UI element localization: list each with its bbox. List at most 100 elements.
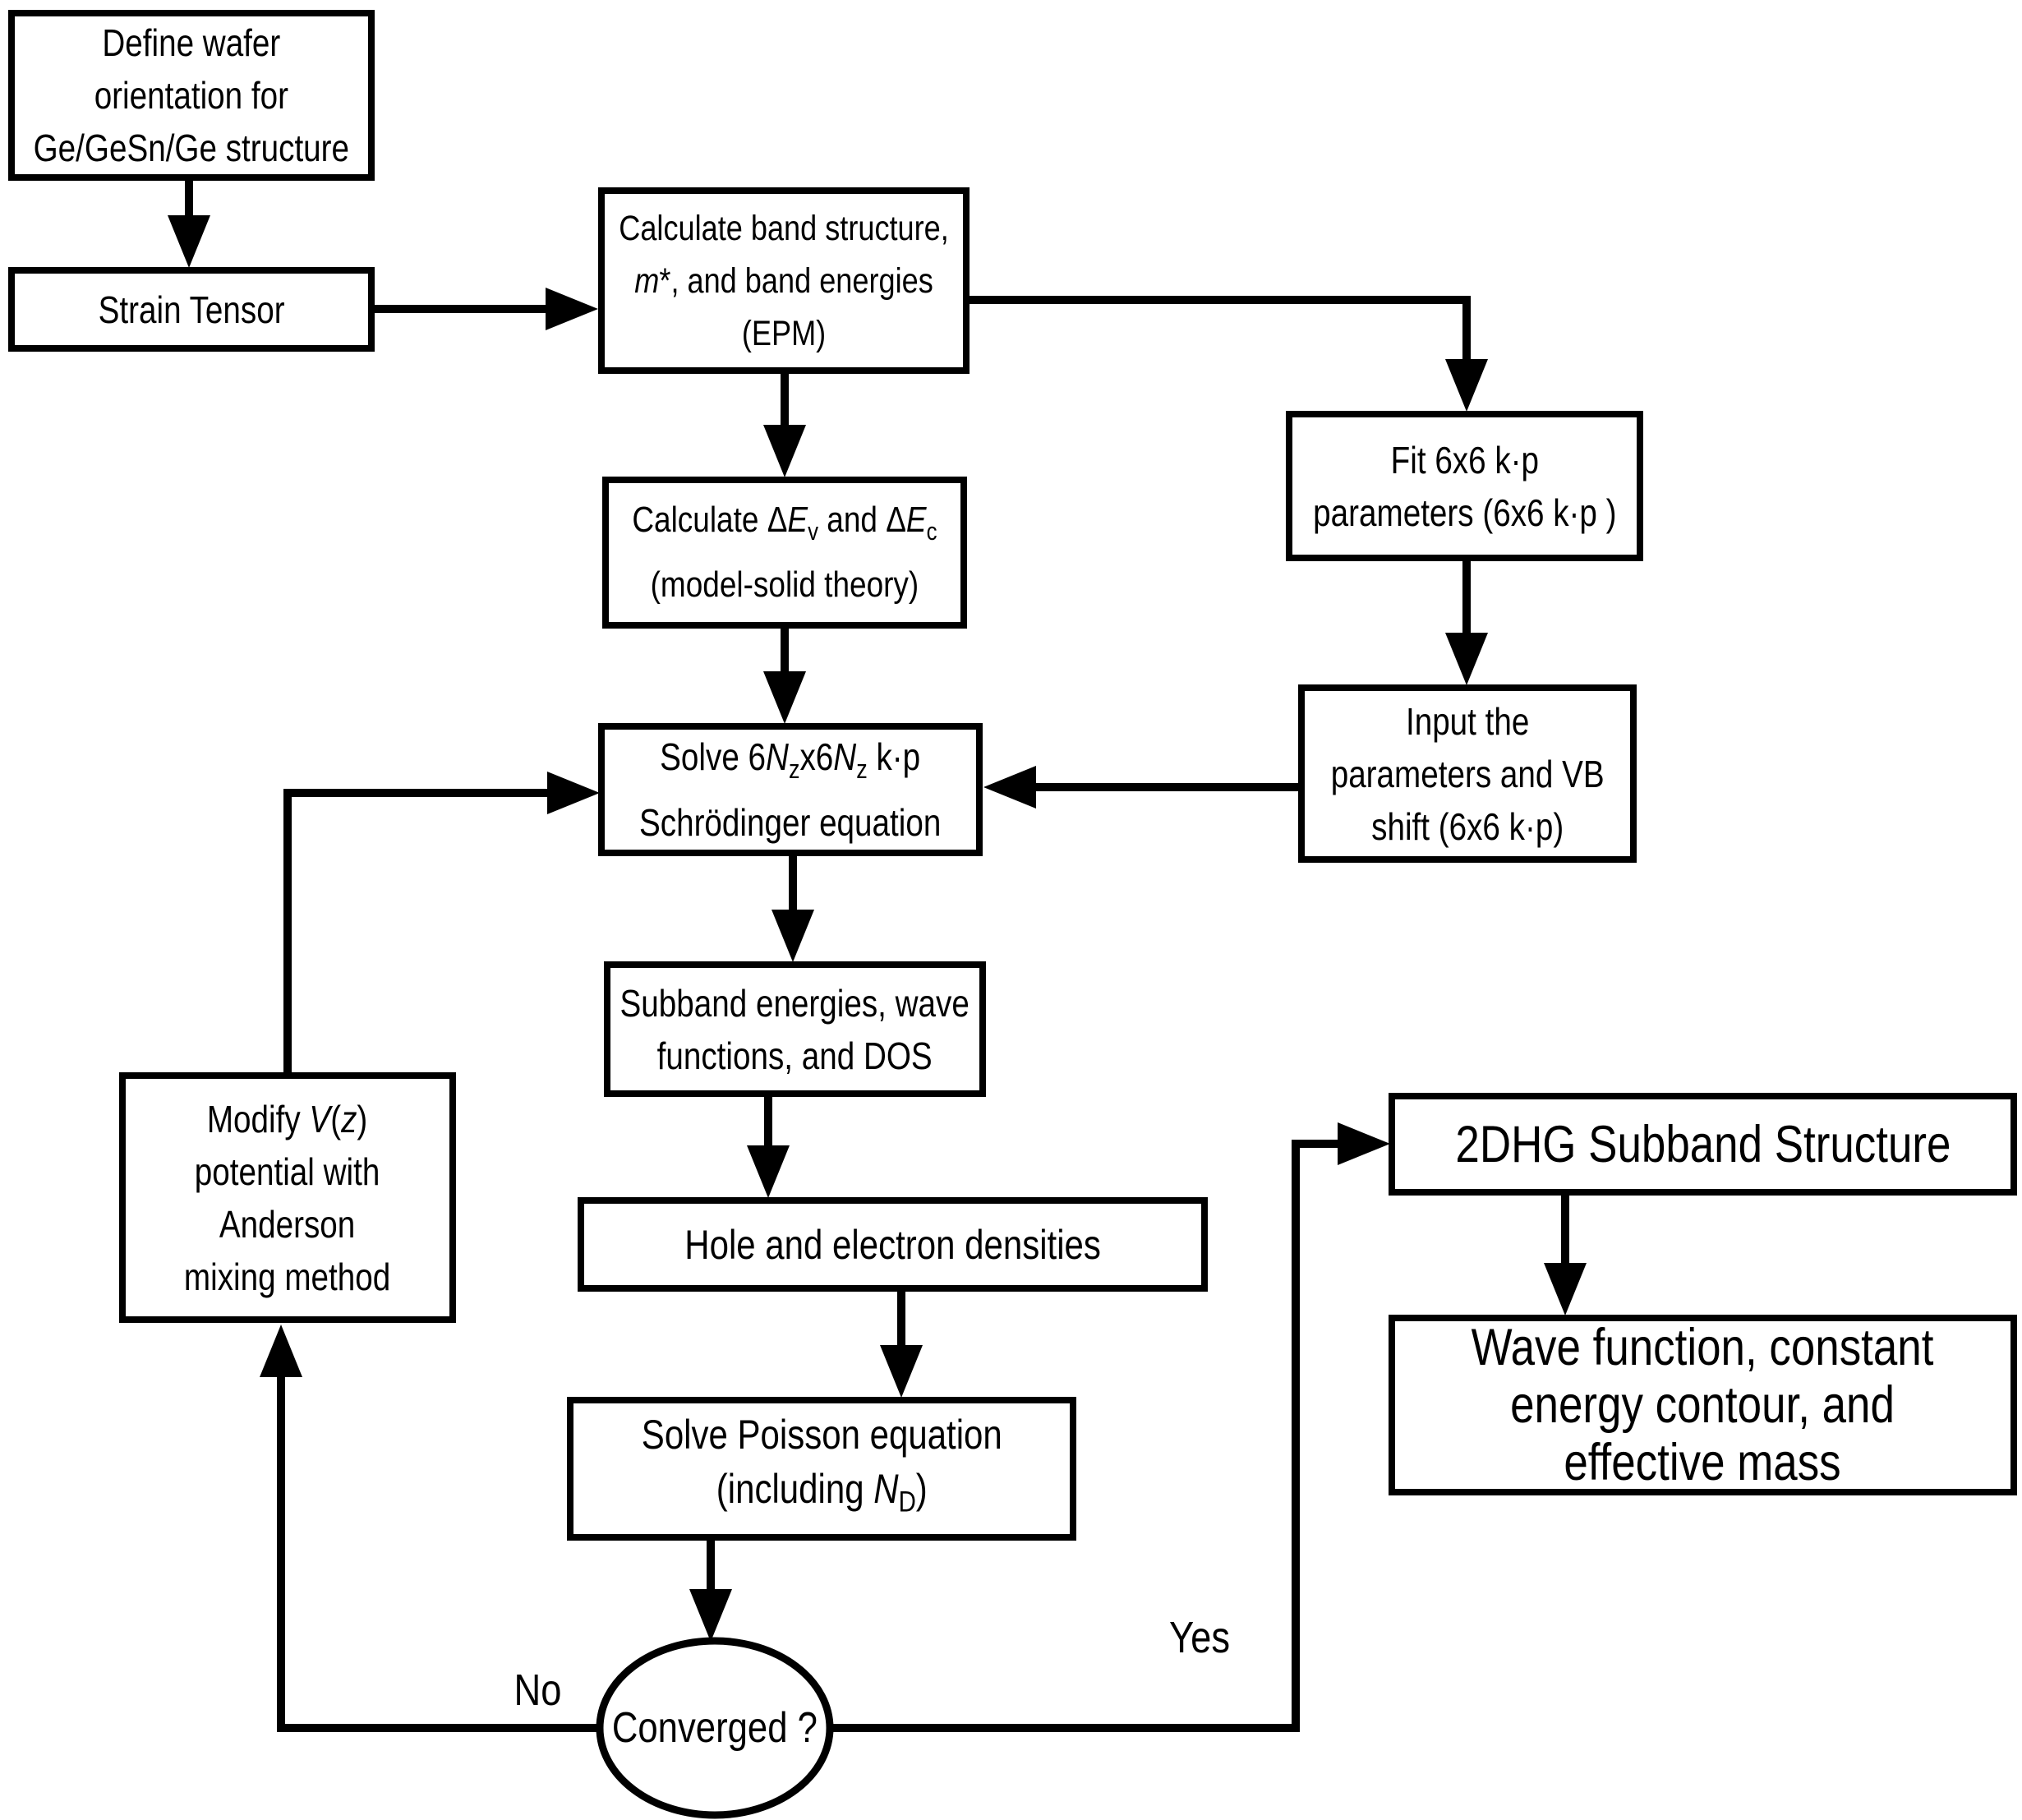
math-N: N <box>766 735 790 779</box>
arrow-modify-to-schrodinger <box>283 772 600 1074</box>
node-calculate-band-offsets: Calculate ΔEv and ΔEc (model-solid theor… <box>602 477 967 629</box>
node-solve-poisson-equation: Solve Poisson equation (including ND) <box>567 1397 1076 1541</box>
text-line: Strain Tensor <box>98 288 285 331</box>
text-line: Fit 6x6 k·p <box>1390 438 1539 481</box>
node-2dhg-subband-structure: 2DHG Subband Structure <box>1389 1093 2017 1196</box>
math-z: z <box>341 1097 357 1140</box>
text-segment: ) <box>915 1466 928 1513</box>
text-line: Input the <box>1405 699 1530 743</box>
arrow-input-to-schrodinger <box>983 766 1300 809</box>
subscript-v: v <box>808 517 819 546</box>
node-text: 2DHG Subband Structure <box>1455 1118 1951 1171</box>
node-text: Wave function, constant energy contour, … <box>1472 1319 1934 1491</box>
text-line: effective mass <box>1564 1434 1842 1491</box>
math-V: V <box>309 1097 331 1140</box>
math-E: E <box>787 500 808 541</box>
converged-label: Converged ? <box>611 1704 818 1752</box>
converged-ellipse <box>596 1637 834 1819</box>
node-hole-electron-densities: Hole and electron densities <box>578 1197 1208 1292</box>
edge-label-yes: Yes <box>1130 1609 1269 1666</box>
text-line: orientation for <box>94 74 289 117</box>
text-segment: k·p <box>868 735 921 779</box>
node-text: Define wafer orientation for Ge/GeSn/Ge … <box>34 16 349 174</box>
text-line: parameters (6x6 k·p ) <box>1312 491 1617 534</box>
text-segment: ) <box>357 1097 368 1140</box>
text-line: m*, and band energies <box>619 255 949 307</box>
edge-label-no: No <box>481 1661 596 1719</box>
arrow-converged-no-to-modify <box>260 1325 598 1732</box>
node-fit-kp-parameters: Fit 6x6 k·p parameters (6x6 k·p ) <box>1286 411 1643 561</box>
text-line: mixing method <box>184 1255 391 1298</box>
math-m-star: m <box>634 260 660 301</box>
math-N: N <box>833 735 857 779</box>
text-line: (EPM) <box>741 313 827 353</box>
text-line: Solve 6Nzx6Nz k·p <box>639 730 941 795</box>
text-line: (model-solid theory) <box>650 564 919 605</box>
subscript-c: c <box>926 517 937 546</box>
text-line: Ge/GeSn/Ge structure <box>33 127 350 169</box>
text-segment: Modify <box>207 1097 310 1140</box>
arrow-subband-to-densities <box>747 1095 790 1198</box>
text-segment: Calculate Δ <box>632 500 788 541</box>
node-strain-tensor: Strain Tensor <box>8 267 375 352</box>
node-subband-energies: Subband energies, wave functions, and DO… <box>604 961 986 1097</box>
text-line: Calculate band structure, <box>619 208 949 248</box>
subscript-z: z <box>789 754 800 785</box>
subscript-z: z <box>856 754 868 785</box>
arrow-band-to-offsets <box>763 372 806 477</box>
text-segment: x6 <box>799 735 834 779</box>
text-line: (including ND) <box>642 1462 1002 1530</box>
node-text: Calculate band structure, m*, and band e… <box>619 202 949 360</box>
text-line: parameters and VB <box>1330 752 1605 795</box>
node-text: Input the parameters and VB shift (6x6 k… <box>1331 695 1605 853</box>
arrow-converged-yes-to-2dhg <box>831 1122 1390 1732</box>
text-line: Define wafer <box>102 21 281 64</box>
arrow-densities-to-poisson <box>880 1290 923 1398</box>
node-text: Modify V(z) potential with Anderson mixi… <box>184 1093 390 1303</box>
arrow-poisson-to-converged <box>689 1539 732 1642</box>
text-line: Hole and electron densities <box>684 1221 1101 1268</box>
node-wave-function-outputs: Wave function, constant energy contour, … <box>1389 1315 2017 1495</box>
subscript-D: D <box>898 1486 916 1518</box>
no-label: No <box>514 1666 562 1715</box>
yes-label: Yes <box>1169 1613 1230 1662</box>
node-solve-schrodinger-equation: Solve 6Nzx6Nz k·p Schrödinger equation <box>598 723 983 856</box>
node-text: Fit 6x6 k·p parameters (6x6 k·p ) <box>1313 434 1616 539</box>
node-define-wafer-orientation: Define wafer orientation for Ge/GeSn/Ge … <box>8 10 375 181</box>
node-modify-potential: Modify V(z) potential with Anderson mixi… <box>119 1072 456 1323</box>
text-segment: Solve 6 <box>660 735 767 779</box>
arrow-fit-to-input <box>1445 560 1488 685</box>
text-line: Anderson <box>219 1202 356 1246</box>
math-E: E <box>905 500 927 541</box>
text-line: energy contour, and <box>1510 1376 1895 1434</box>
arrow-define-to-strain <box>168 179 210 268</box>
text-line: Modify V(z) <box>184 1093 390 1145</box>
node-text: Hole and electron densities <box>684 1219 1101 1271</box>
text-line: Calculate ΔEv and ΔEc <box>632 494 937 558</box>
text-segment: *, and band energies <box>659 260 933 301</box>
arrow-2dhg-to-wave <box>1544 1194 1587 1315</box>
arrow-offsets-to-schrodinger <box>763 627 806 724</box>
text-segment: and Δ <box>818 500 906 541</box>
text-line: Schrödinger equation <box>639 800 942 844</box>
arrow-strain-to-band <box>373 288 598 330</box>
text-line: 2DHG Subband Structure <box>1454 1115 1951 1173</box>
text-line: potential with <box>195 1150 380 1193</box>
node-text: Strain Tensor <box>99 283 285 336</box>
arrow-schrodinger-to-subband <box>771 855 814 962</box>
node-text: Solve Poisson equation (including ND) <box>642 1408 1002 1530</box>
math-N: N <box>873 1466 899 1513</box>
node-text: Calculate ΔEv and ΔEc (model-solid theor… <box>632 494 937 611</box>
node-converged-decision: Converged ? <box>600 1686 830 1770</box>
text-segment: (including <box>716 1466 873 1513</box>
text-line: Subband energies, wave <box>619 981 970 1025</box>
node-text: Subband energies, wave functions, and DO… <box>620 977 970 1082</box>
node-input-kp-parameters: Input the parameters and VB shift (6x6 k… <box>1298 684 1637 863</box>
node-text: Solve 6Nzx6Nz k·p Schrödinger equation <box>639 730 941 848</box>
text-line: Wave function, constant <box>1472 1319 1934 1376</box>
text-line: shift (6x6 k·p) <box>1370 804 1564 848</box>
text-line: Solve Poisson equation <box>641 1412 1002 1458</box>
text-segment: ( <box>330 1097 342 1140</box>
